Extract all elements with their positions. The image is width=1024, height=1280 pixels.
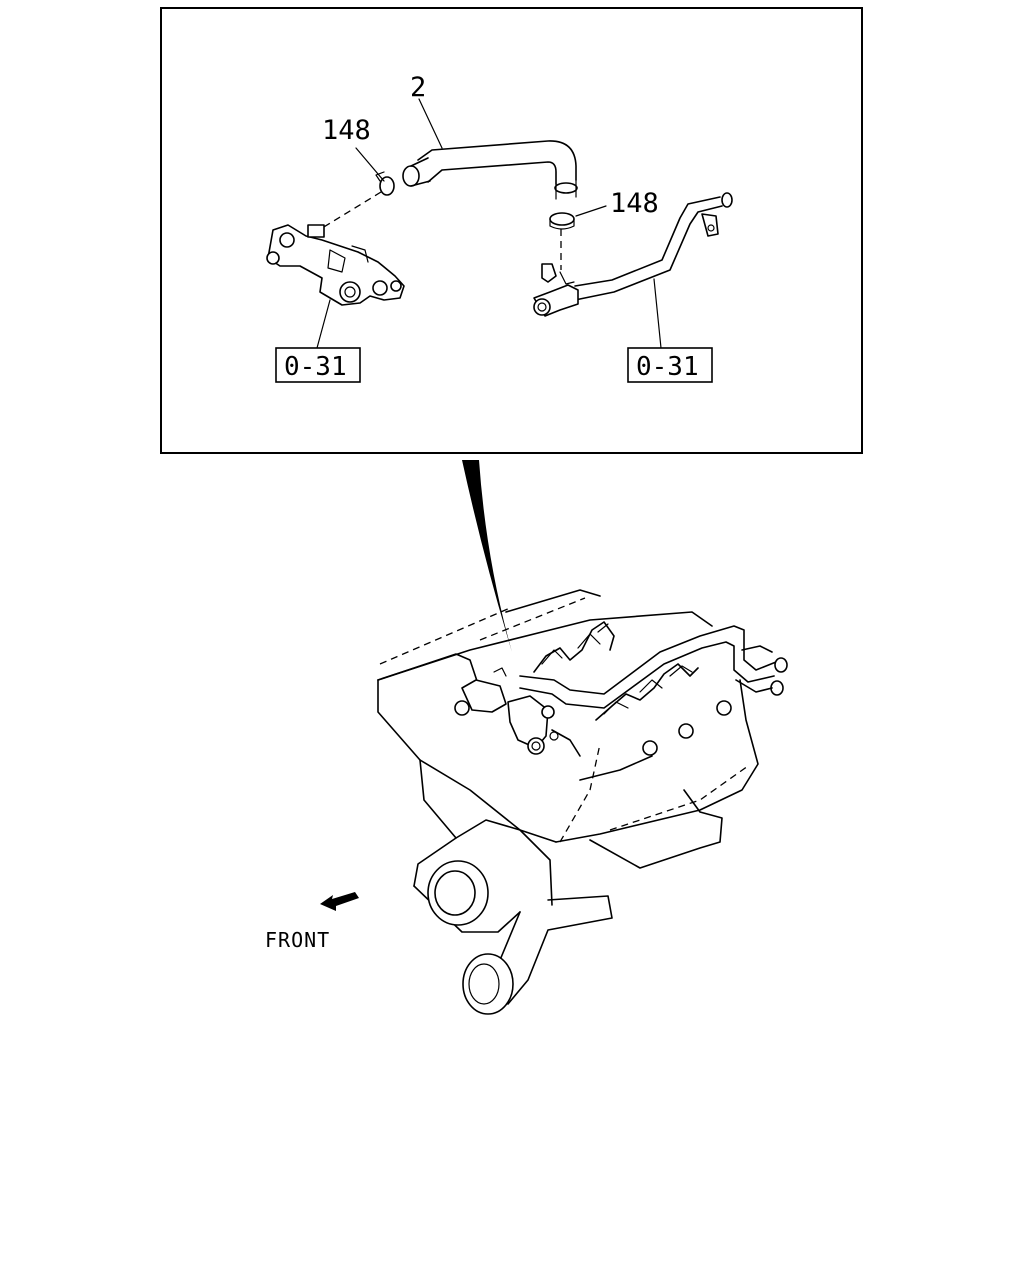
water-pipe-right (533, 192, 733, 317)
detail-box (160, 7, 863, 454)
ref-box-right[interactable]: 0-31 (627, 347, 713, 383)
leader-hose (418, 98, 443, 149)
front-arrow-icon (320, 892, 359, 911)
callout-hose: 2 (410, 72, 426, 103)
assembly-line-left (313, 191, 382, 234)
front-label: FRONT (265, 928, 330, 952)
clip-right-part (549, 212, 575, 230)
leader-ref-left (316, 299, 331, 349)
leader-clip-left (355, 147, 385, 182)
engine-assembly (377, 589, 788, 1015)
ref-left-label: 0-31 (284, 352, 347, 382)
callout-clip-left: 148 (322, 115, 371, 146)
hose-part (402, 140, 578, 200)
callout-clip-right: 148 (610, 188, 659, 219)
leader-clip-right (575, 205, 607, 217)
clip-left-part (375, 171, 395, 196)
water-outlet-housing (266, 224, 405, 306)
ref-right-label: 0-31 (636, 352, 699, 382)
leader-ref-right (653, 278, 662, 349)
detail-pointer (462, 460, 512, 652)
front-indicator: FRONT (265, 892, 359, 952)
ref-box-left[interactable]: 0-31 (275, 347, 361, 383)
